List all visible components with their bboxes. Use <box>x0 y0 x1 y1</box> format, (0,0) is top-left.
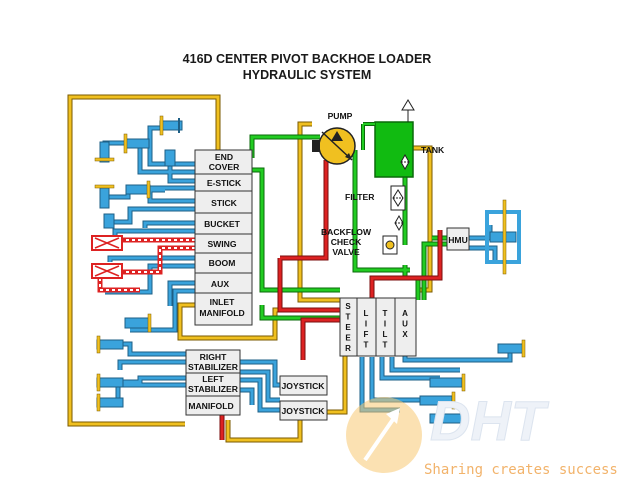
loader-valve-letter-aux: A <box>402 309 408 318</box>
loader-valve-letter-steer: E <box>345 334 351 343</box>
valve-label-cover: COVER <box>209 162 240 172</box>
loader-valve-letter-aux: U <box>402 320 408 329</box>
tank-label: TANK <box>421 145 445 155</box>
cylinder-icon <box>96 335 124 354</box>
swing-cylinder-icon <box>91 235 123 279</box>
loader-valve-letter-steer: T <box>346 313 351 322</box>
backhoe-work-lines <box>102 125 195 333</box>
tank-icon <box>374 121 414 178</box>
valve-label-manifold: MANIFOLD <box>199 308 244 318</box>
cylinders <box>91 115 526 428</box>
watermark: DHT Sharing creates success <box>346 389 618 478</box>
loader-valve-letter-steer: S <box>345 302 351 311</box>
stabilizer-label-stabilizer-1: STABILIZER <box>188 362 239 372</box>
joysticks: JOYSTICK JOYSTICK <box>279 375 328 421</box>
cylinder-icon <box>96 393 124 412</box>
hmu: HMU <box>446 227 470 251</box>
stabilizer-control-valve: RIGHT STABILIZER LEFT STABILIZER MANIFOL… <box>185 349 241 416</box>
backhoe-control-valve: END COVER E-STICK STICK BUCKET SWING BOO… <box>194 149 253 326</box>
cylinder-icon <box>419 391 456 410</box>
loader-valve-letter-aux: X <box>402 330 408 339</box>
joystick-2-body <box>279 400 328 421</box>
breather-icon <box>401 99 415 111</box>
loader-valve-letter-tilt: T <box>383 309 388 318</box>
check-valve-icon <box>385 240 395 250</box>
stabilizer-label-left: LEFT <box>202 374 224 384</box>
diagram-title-line1: 416D CENTER PIVOT BACKHOE LOADER <box>183 52 432 66</box>
loader-valve-letter-tilt: T <box>383 341 388 350</box>
valve-label-e-stick: E-STICK <box>207 178 242 188</box>
loader-valve-letter-tilt: I <box>384 320 386 329</box>
watermark-logo-text: DHT <box>430 389 550 452</box>
loader-valve-letter-tilt: L <box>383 330 388 339</box>
valve-label-boom: BOOM <box>209 258 236 268</box>
cylinder-icon <box>159 115 183 136</box>
cylinder-icon <box>164 149 176 167</box>
loader-valve-letter-steer: R <box>345 344 351 353</box>
cylinder-icon <box>94 184 115 209</box>
cylinder-icon <box>125 180 151 199</box>
cylinder-icon <box>497 339 526 358</box>
backflow-label-1: BACKFLOW <box>321 227 372 237</box>
cylinder-icon <box>96 373 124 392</box>
cylinder-icon <box>429 409 466 428</box>
pressure-lines <box>219 160 443 440</box>
cylinder-icon <box>429 373 466 392</box>
steering-cylinder-icon <box>485 199 521 275</box>
backflow-label-2: CHECK <box>331 237 362 247</box>
watermark-tagline: Sharing creates success <box>424 462 618 478</box>
stabilizer-label-manifold: MANIFOLD <box>188 401 233 411</box>
valve-label-swing: SWING <box>207 239 236 249</box>
joystick-2-label: JOYSTICK <box>282 406 326 416</box>
valve-label-aux: AUX <box>211 279 229 289</box>
loader-valve-letter-lift: I <box>365 320 367 329</box>
loader-valve-body <box>339 297 417 357</box>
stabilizer-label-stabilizer-2: STABILIZER <box>188 384 239 394</box>
stabilizer-valve-body <box>185 349 241 416</box>
valve-label-inlet: INLET <box>210 297 236 307</box>
valve-label-end: END <box>215 152 233 162</box>
backflow-label-3: VALVE <box>332 247 360 257</box>
stabilizer-label-right: RIGHT <box>200 352 227 362</box>
return-lines <box>67 94 433 443</box>
pump: PUMP <box>312 111 356 165</box>
backhoe-valve-body <box>194 149 253 326</box>
joystick-1-label: JOYSTICK <box>282 381 326 391</box>
loader-valve-letter-lift: T <box>364 341 369 350</box>
joystick-1-body <box>279 375 328 396</box>
cylinder-icon <box>124 313 152 333</box>
valve-label-stick: STICK <box>211 198 238 208</box>
valve-label-bucket: BUCKET <box>204 219 241 229</box>
loader-valve-letter-lift: F <box>364 330 369 339</box>
filter: FILTER <box>345 185 406 232</box>
backflow-check-valve: BACKFLOW CHECK VALVE <box>321 227 398 257</box>
cylinder-icon <box>123 133 150 154</box>
cylinder-icon <box>94 141 115 163</box>
diagram-title-line2: HYDRAULIC SYSTEM <box>243 68 371 82</box>
tank: TANK <box>361 99 445 178</box>
pump-label: PUMP <box>328 111 353 121</box>
hmu-label: HMU <box>448 235 468 245</box>
stabilizer-work-lines <box>100 225 513 413</box>
loader-valve-letter-lift: L <box>364 309 369 318</box>
loader-valve-letter-steer: E <box>345 323 351 332</box>
filter-label: FILTER <box>345 192 375 202</box>
hmu-body <box>446 227 470 251</box>
cylinder-icon <box>103 213 115 229</box>
